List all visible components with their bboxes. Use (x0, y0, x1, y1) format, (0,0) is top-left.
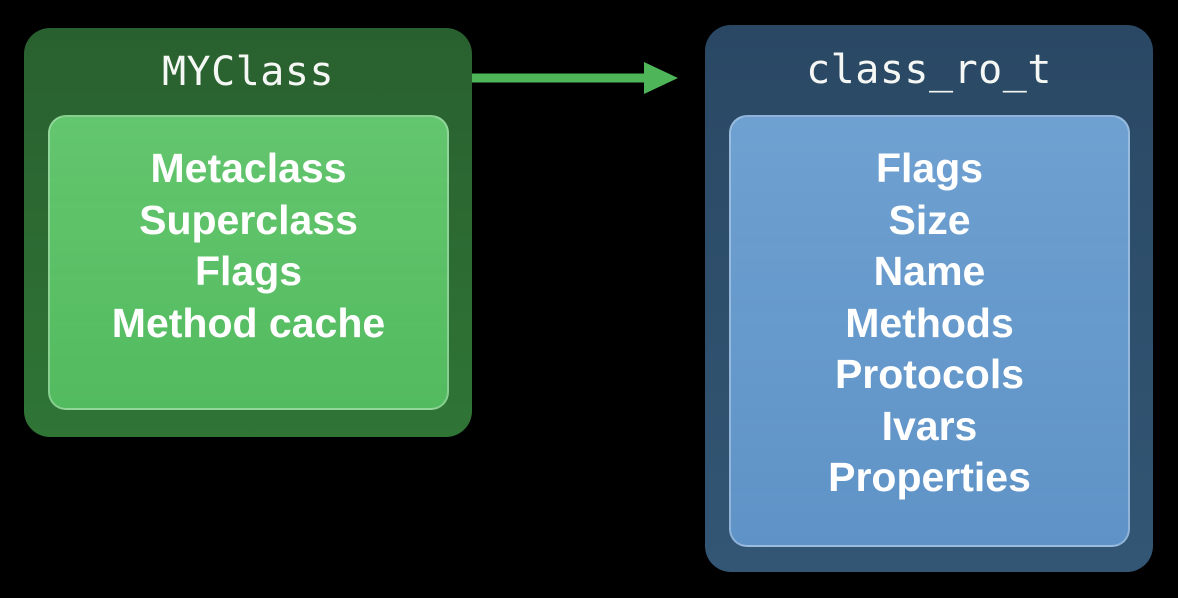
myclass-node-title: MYClass (161, 48, 335, 95)
connector-arrow-icon (472, 62, 678, 94)
field-row: Methods (845, 299, 1014, 346)
field-row: Name (873, 248, 986, 294)
field-row: Superclass (139, 196, 358, 243)
class-ro-t-node-title: class_ro_t (806, 47, 1052, 93)
field-row: Properties (828, 454, 1031, 500)
field-row: Metaclass (150, 145, 347, 191)
field-row: Protocols (834, 351, 1025, 397)
class-ro-t-node: class_ro_t Flags Size Name Methods Proto… (705, 25, 1153, 572)
myclass-fields-panel: Metaclass Superclass Flags Method cache (48, 115, 449, 410)
field-row: Ivars (881, 402, 978, 449)
field-row: Flags (194, 248, 303, 294)
field-row: Method cache (111, 299, 386, 346)
myclass-node: MYClass Metaclass Superclass Flags Metho… (24, 28, 472, 437)
field-row: Flags (875, 145, 984, 191)
field-row: Size (888, 196, 971, 243)
class-ro-t-fields-panel: Flags Size Name Methods Protocols Ivars … (729, 115, 1130, 547)
